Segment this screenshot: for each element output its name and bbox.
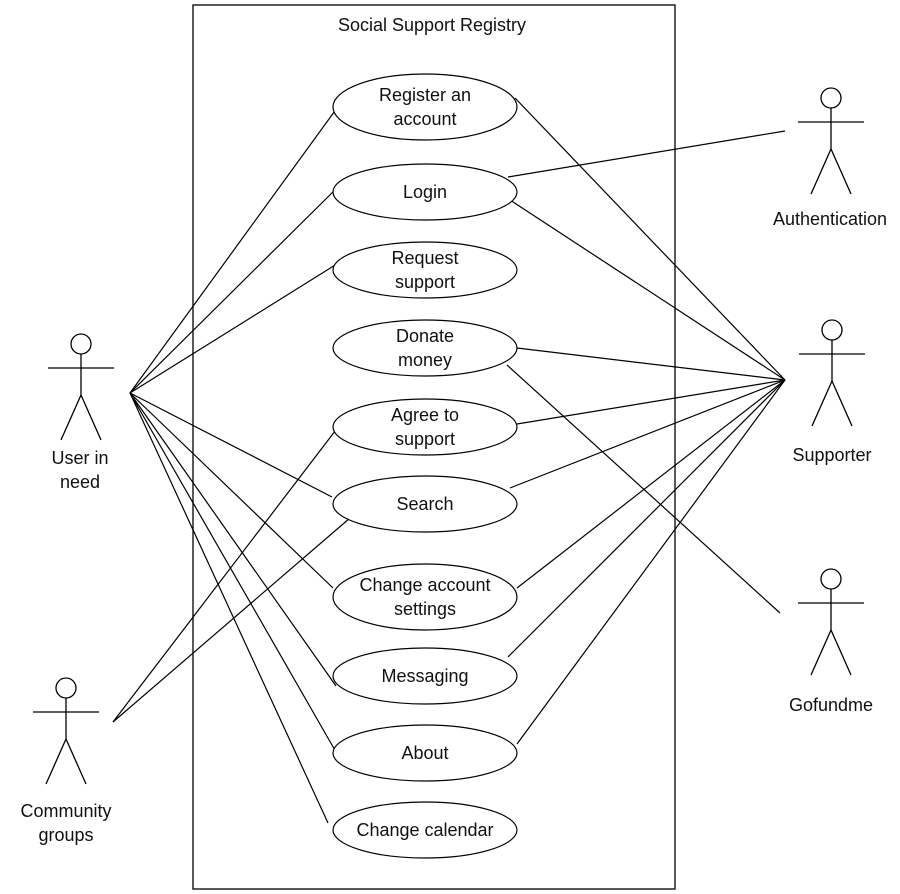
use-case-label-messaging: Messaging (381, 666, 469, 686)
association-user-register (129, 96, 346, 394)
association-supporter-donate (516, 347, 786, 381)
actor-label-auth: Authentication (772, 209, 888, 229)
associations (112, 96, 786, 824)
use-case-register (332, 73, 518, 141)
actor-label-gofundme: Gofundme (788, 695, 874, 715)
use-case-donate (332, 319, 518, 377)
use-case-label-login: Login (402, 182, 448, 202)
association-supporter-messaging (507, 379, 786, 658)
actor-label-user: User in need (51, 448, 109, 492)
use-case-about (332, 724, 518, 782)
association-user-about (129, 392, 337, 753)
actor-supporter-icon (799, 319, 865, 427)
association-user-messaging (129, 392, 337, 687)
association-community-agree (112, 417, 346, 723)
association-user-calendar (129, 392, 329, 824)
system-boundary (192, 4, 676, 890)
use-case-messaging (332, 647, 518, 705)
association-supporter-register (514, 97, 786, 381)
use-case-label-request: Request support (391, 248, 459, 292)
actor-user-icon (48, 333, 114, 441)
use-case-calendar (332, 801, 518, 859)
actor-gofundme-icon (798, 568, 864, 676)
use-case-label-donate: Donate money (395, 326, 455, 370)
use-case-label-calendar: Change calendar (356, 820, 494, 840)
actor-label-supporter: Supporter (792, 445, 872, 465)
association-auth-login (507, 130, 786, 178)
association-supporter-agree (516, 379, 786, 425)
association-user-request (129, 261, 341, 394)
use-case-label-agree: Agree to support (390, 405, 460, 449)
use-case-agree (332, 398, 518, 456)
association-user-settings (129, 392, 334, 589)
association-user-login (129, 181, 344, 394)
actor-label-community: Community groups (20, 801, 112, 845)
association-community-search (112, 517, 351, 723)
use-case-search (332, 475, 518, 533)
actor-auth-icon (798, 87, 864, 195)
association-supporter-search (509, 379, 786, 489)
use-case-settings (332, 563, 518, 631)
association-supporter-about (516, 379, 786, 745)
system-title: Social Support Registry (337, 15, 527, 35)
use-case-label-search: Search (396, 494, 454, 514)
use-case-request (332, 241, 518, 299)
use-case-label-about: About (401, 743, 449, 763)
association-gofundme-donate (506, 364, 781, 614)
use-case-login (332, 163, 518, 221)
use-case-label-register: Register an account (378, 85, 472, 129)
use-case-label-settings: Change account settings (359, 575, 491, 619)
association-supporter-settings (516, 379, 786, 589)
actor-community-icon (33, 677, 99, 785)
association-supporter-login (509, 199, 786, 381)
use-cases (332, 73, 518, 859)
actors (33, 87, 865, 785)
